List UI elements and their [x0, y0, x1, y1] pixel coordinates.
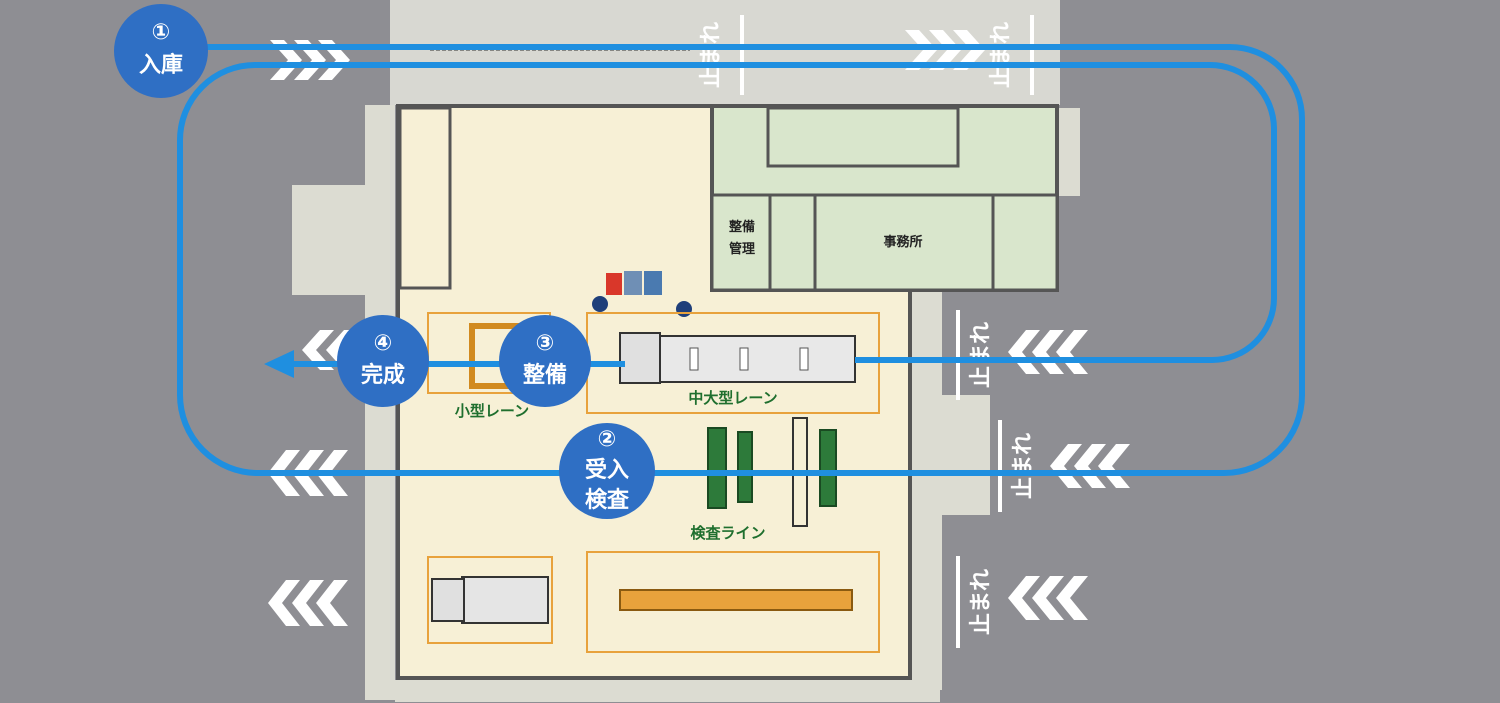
- stop-marking-top-2: 止まれ: [989, 22, 1014, 88]
- office-room: [813, 193, 995, 292]
- office-side-apron: [1055, 108, 1080, 196]
- office-label: 事務所: [883, 234, 922, 250]
- parked-truck-cab: [431, 578, 465, 622]
- north-apron: [390, 0, 1060, 105]
- side-room: [991, 193, 1059, 292]
- chevrons-right-upper: [1008, 330, 1088, 374]
- storage-block: [398, 106, 452, 290]
- truck-marker-3: [689, 347, 699, 371]
- lift-zone: [586, 551, 880, 653]
- step-2-number: ②: [598, 427, 617, 452]
- tool-cart-icon: [644, 271, 662, 295]
- parked-truck-body: [461, 576, 549, 624]
- step-2-label-line1: 受入: [585, 457, 629, 483]
- step-badge-2: ② 受入 検査: [559, 423, 655, 519]
- small-lane-label: 小型レーン: [455, 402, 529, 420]
- west-entrance-apron: [292, 185, 372, 295]
- chevrons-right-middle: [1050, 444, 1130, 488]
- step-4-number: ④: [374, 331, 393, 356]
- large-truck-cab: [619, 332, 661, 384]
- step-3-number: ③: [536, 331, 555, 356]
- worker-icon-2: [676, 301, 692, 317]
- east-door-apron: [940, 395, 990, 515]
- red-cabinet-icon: [606, 273, 622, 295]
- stop-marking-top-1: 止まれ: [699, 22, 724, 88]
- inspection-unit-1: [707, 427, 727, 509]
- east-apron: [912, 290, 942, 690]
- stop-marking-right-3: 止まれ: [969, 569, 994, 635]
- maintenance-mgmt-label-2: 管理: [729, 241, 755, 257]
- step-4-label: 完成: [361, 362, 405, 388]
- stop-marking-right-2: 止まれ: [1011, 433, 1036, 499]
- step-badge-4: ④ 完成: [337, 315, 429, 407]
- chevrons-left-lower: [268, 580, 348, 626]
- step-badge-1: ① 入庫: [114, 4, 208, 98]
- long-lift: [619, 589, 853, 611]
- route-arrowhead-icon: [264, 350, 294, 378]
- large-lane-label: 中大型レーン: [688, 389, 777, 407]
- step-3-label: 整備: [523, 362, 567, 388]
- parked-truck-zone: [427, 556, 553, 644]
- inspection-line-label: 検査ライン: [690, 524, 765, 542]
- chevrons-right-lower: [1008, 576, 1088, 620]
- maintenance-mgmt-room: [710, 193, 772, 292]
- truck-marker-2: [799, 347, 809, 371]
- stop-marking-right-1: 止まれ: [969, 322, 994, 388]
- step-2-label-line2: 検査: [585, 488, 630, 513]
- corridor-room: [768, 193, 817, 292]
- route-path: [177, 44, 1305, 476]
- upper-room: [766, 106, 960, 168]
- tool-cabinet-icon: [624, 271, 642, 295]
- step-badge-3: ③ 整備: [499, 315, 591, 407]
- step-1-number: ①: [152, 20, 171, 45]
- south-apron: [395, 680, 940, 702]
- inspection-unit-2: [737, 431, 753, 503]
- maintenance-mgmt-label-1: 整備: [728, 219, 755, 235]
- worker-icon-1: [592, 296, 608, 312]
- step-1-label: 入庫: [139, 52, 183, 78]
- large-truck-body: [656, 335, 856, 383]
- truck-marker-1: [739, 347, 749, 371]
- inspection-unit-3: [819, 429, 837, 507]
